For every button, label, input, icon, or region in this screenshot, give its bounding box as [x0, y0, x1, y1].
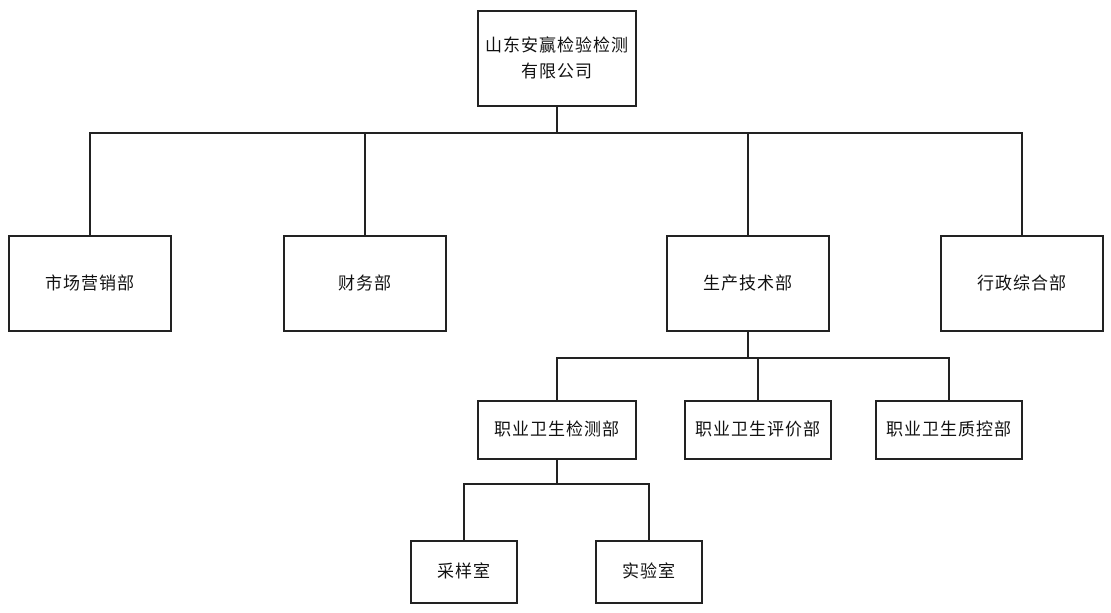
org-node-occupational-health-testing-dept: 职业卫生检测部 [477, 400, 637, 460]
org-node-occupational-health-evaluation-dept: 职业卫生评价部 [684, 400, 832, 460]
org-node-label: 职业卫生评价部 [695, 420, 821, 440]
org-node-label: 职业卫生检测部 [494, 420, 620, 440]
org-node-label: 市场营销部 [45, 273, 135, 293]
org-node-label: 实验室 [622, 562, 676, 582]
connector-drop-lab [648, 483, 650, 540]
org-node-production-tech-dept: 生产技术部 [666, 235, 830, 332]
org-node-label: 职业卫生质控部 [886, 420, 1012, 440]
org-node-label: 山东安赢检验检测 有限公司 [485, 33, 629, 84]
connector-drop-evaluation [757, 357, 759, 400]
org-node-marketing-dept: 市场营销部 [8, 235, 172, 332]
org-node-occupational-health-qc-dept: 职业卫生质控部 [875, 400, 1023, 460]
connector-drop-finance [364, 132, 366, 235]
connector-drop-testing [556, 357, 558, 400]
connector-drop-admin [1021, 132, 1023, 235]
org-node-admin-general-dept: 行政综合部 [940, 235, 1104, 332]
org-node-company-root: 山东安赢检验检测 有限公司 [477, 10, 637, 107]
org-node-label: 财务部 [338, 273, 392, 293]
connector-drop-marketing [89, 132, 91, 235]
connector-production-stem [747, 332, 749, 359]
org-node-label: 行政综合部 [977, 273, 1067, 293]
org-node-label-line2: 有限公司 [521, 61, 593, 81]
org-node-laboratory: 实验室 [595, 540, 703, 604]
connector-drop-qc [948, 357, 950, 400]
org-node-label: 生产技术部 [703, 273, 793, 293]
connector-testing-stem [556, 460, 558, 485]
connector-drop-production [747, 132, 749, 235]
connector-root-stem [556, 107, 558, 134]
org-node-label: 采样室 [437, 562, 491, 582]
org-node-sampling-room: 采样室 [410, 540, 518, 604]
org-node-finance-dept: 财务部 [283, 235, 447, 332]
org-node-label-line1: 山东安赢检验检测 [485, 36, 629, 55]
connector-level2-rail [556, 357, 950, 359]
connector-level3-rail [463, 483, 650, 485]
connector-drop-sampling [463, 483, 465, 540]
connector-level1-rail [89, 132, 1023, 134]
